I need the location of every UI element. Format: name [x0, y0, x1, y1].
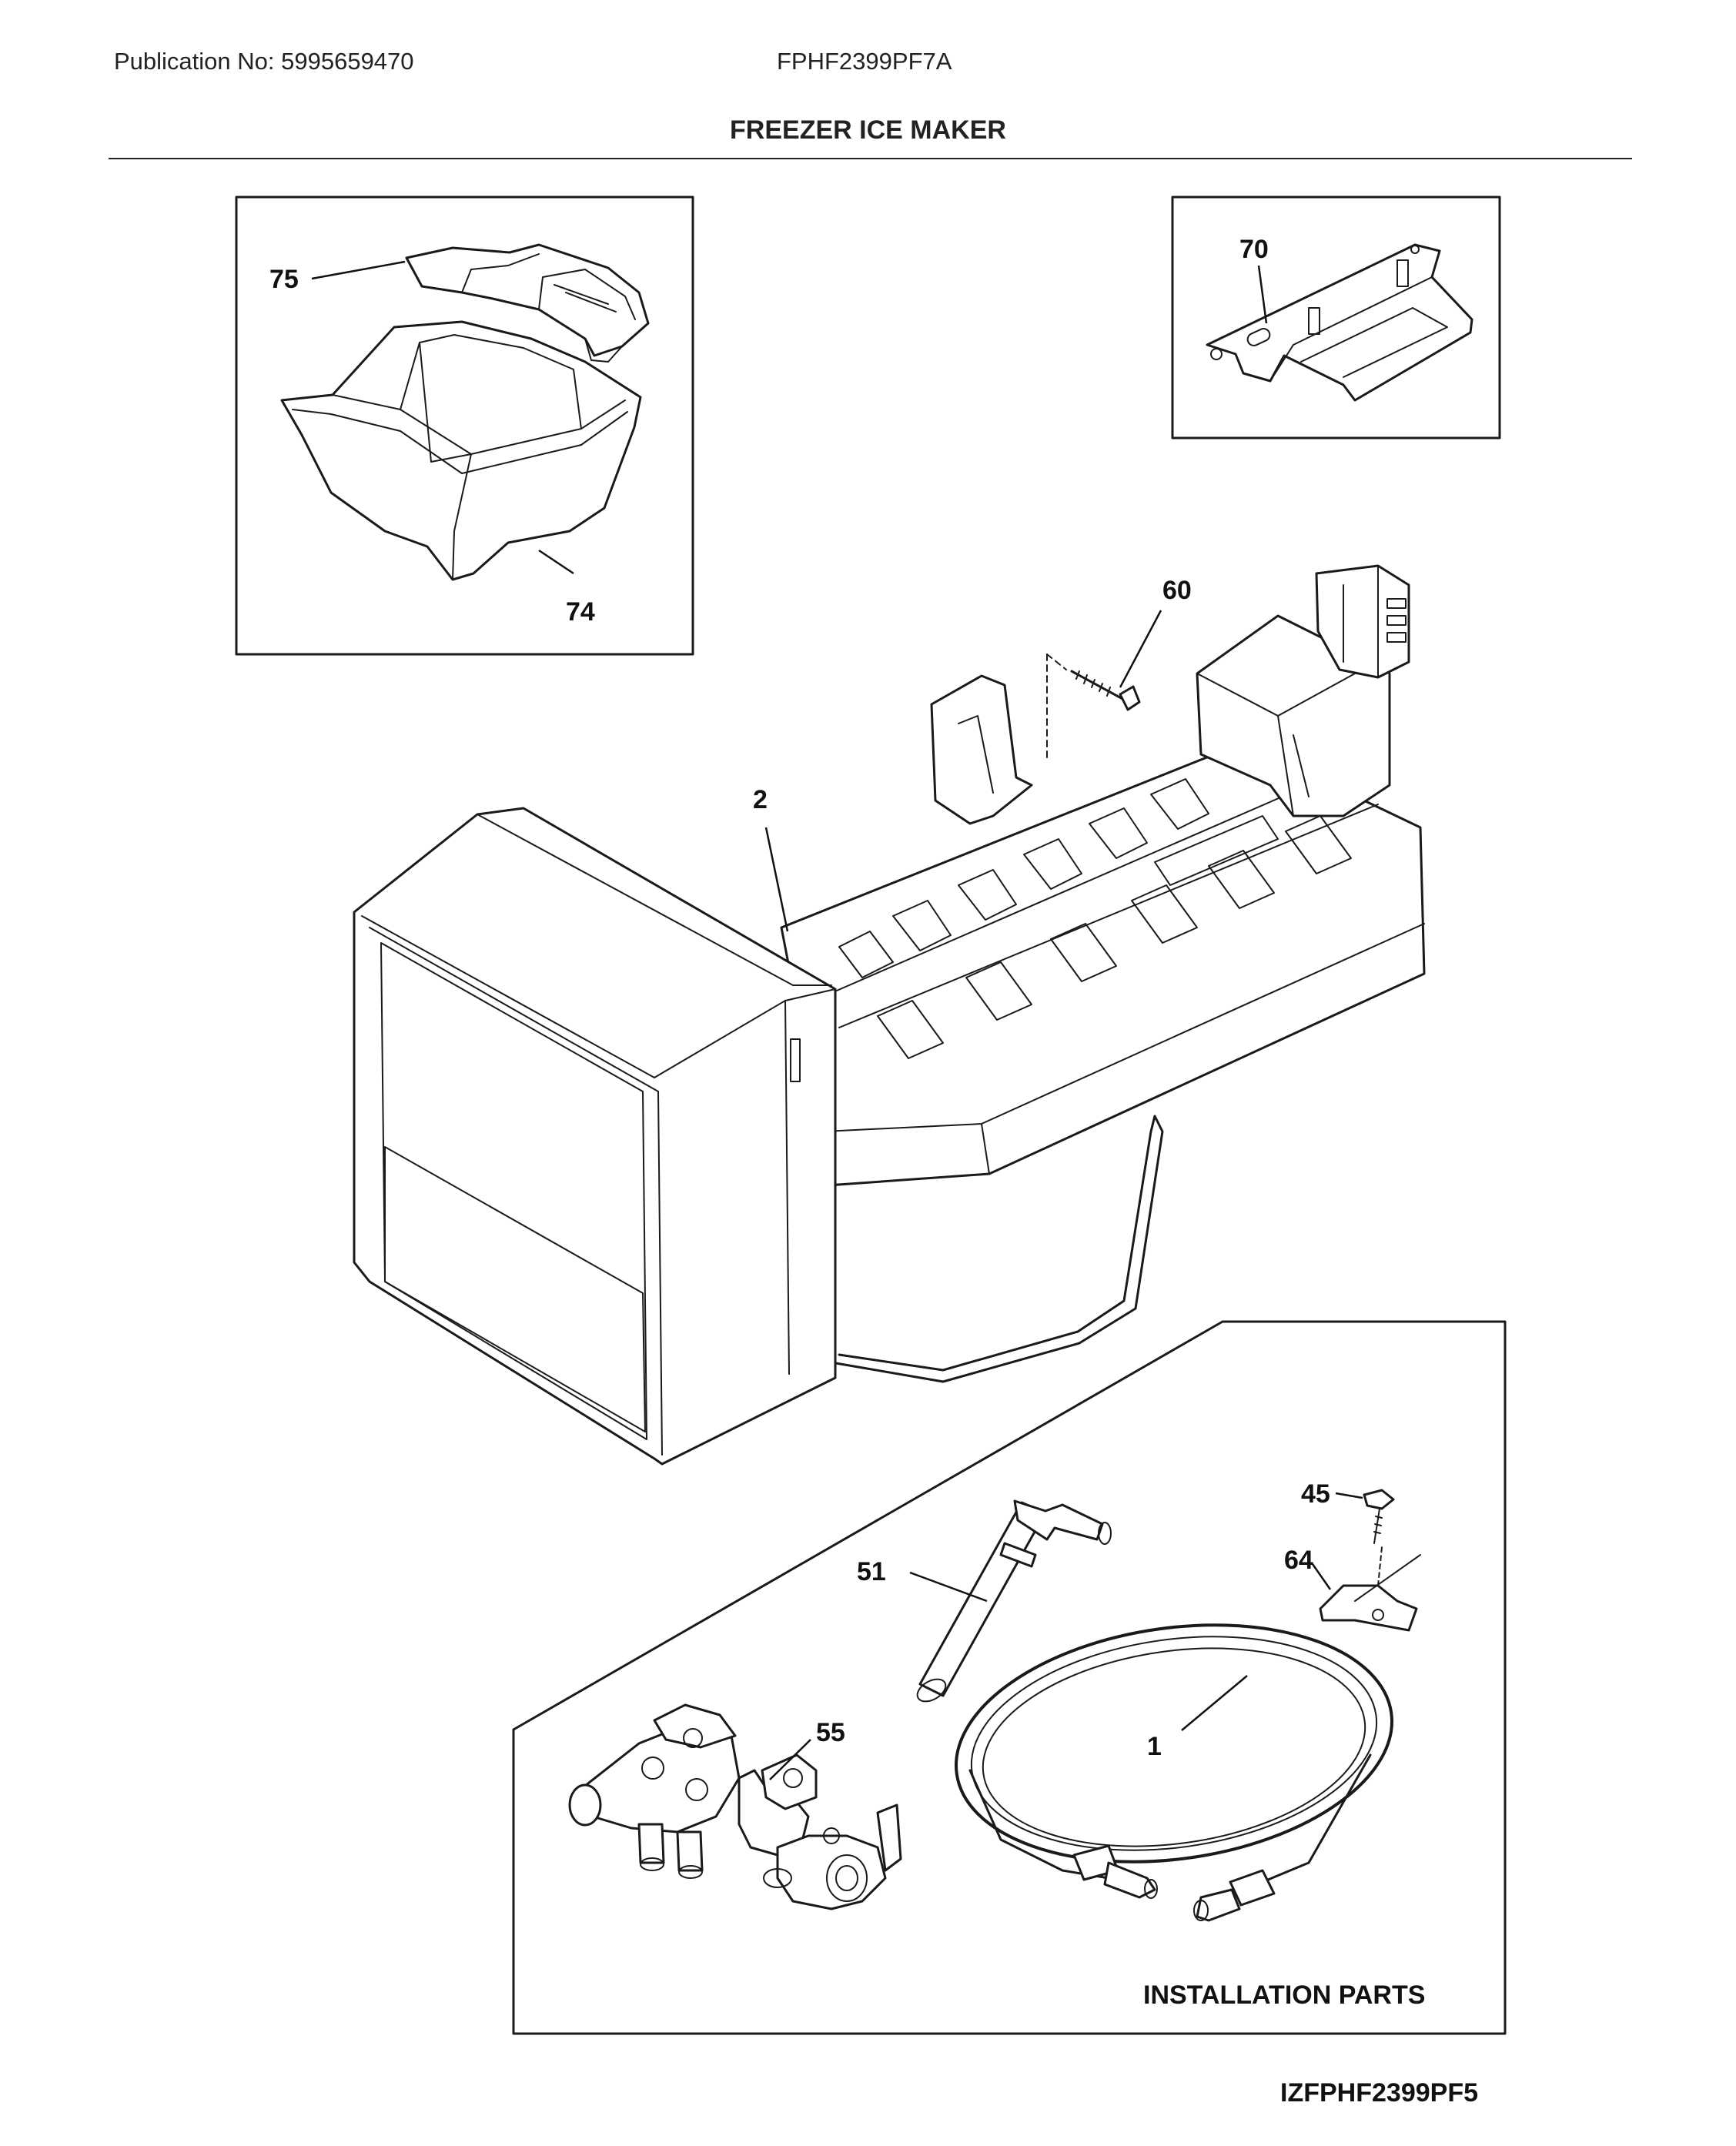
model-number: FPHF2399PF7A — [777, 48, 952, 75]
inset-ice-bucket: 75 74 — [235, 196, 694, 656]
small-screw-part — [1363, 1489, 1395, 1544]
callout-45: 45 — [1301, 1479, 1330, 1509]
callout-1: 1 — [1147, 1732, 1162, 1761]
screw-part — [1046, 653, 1141, 763]
mounting-bracket-part — [1206, 243, 1473, 402]
callout-74: 74 — [566, 597, 595, 627]
callout-60: 60 — [1162, 576, 1192, 605]
diagram-id: IZFPHF2399PF5 — [1280, 2078, 1478, 2108]
clamp-part — [1319, 1546, 1421, 1632]
callout-64: 64 — [1284, 1546, 1313, 1575]
water-line-part — [955, 1623, 1393, 1922]
callout-70: 70 — [1239, 235, 1269, 264]
callout-2: 2 — [753, 785, 768, 814]
inset-bracket: 70 — [1171, 196, 1501, 440]
callout-55: 55 — [816, 1718, 845, 1747]
header-rule — [109, 158, 1632, 159]
water-valve-part — [568, 1703, 902, 1910]
publication-number: Publication No: 5995659470 — [114, 48, 414, 75]
callout-75: 75 — [269, 265, 299, 294]
ice-maker-assembly-part — [353, 564, 1426, 1466]
installation-parts-caption: INSTALLATION PARTS — [1143, 1981, 1425, 2010]
page-title: FREEZER ICE MAKER — [730, 115, 1006, 145]
callout-51: 51 — [857, 1557, 886, 1586]
inset-installation-parts: 45 64 51 55 1 INSTALLATION PARTS — [512, 1320, 1507, 2035]
fill-tube-part — [916, 1499, 1112, 1703]
ice-ejector-fingers — [831, 778, 1379, 1059]
bucket-cover-part — [405, 243, 650, 363]
ice-bucket-part — [280, 320, 642, 581]
